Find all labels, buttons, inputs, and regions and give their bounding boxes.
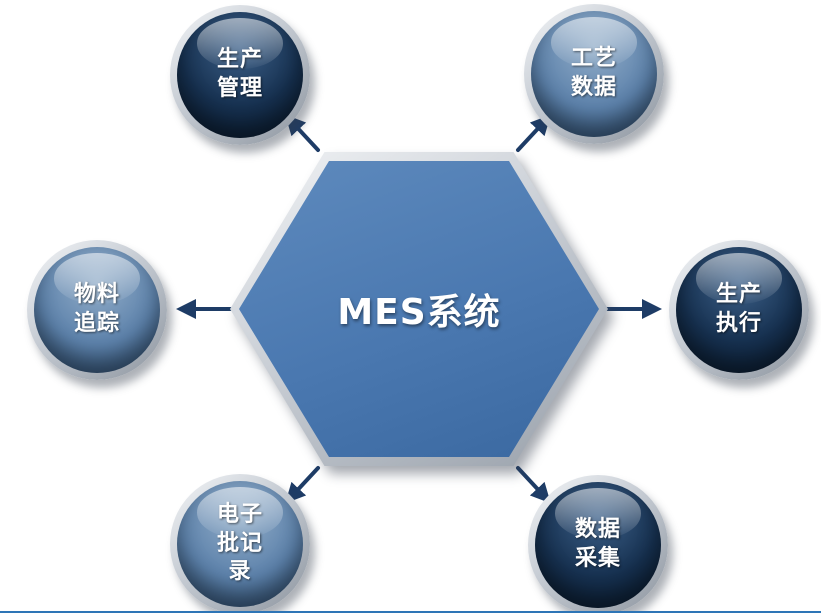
bottom-rule [0,611,821,613]
hexagon-face: MES系统 [239,161,599,457]
arrow-bottom-left [285,466,320,504]
node-sphere: 电子 批记 录 [177,481,303,607]
gloss-highlight [555,488,641,539]
arrow-bottom-right [516,466,551,504]
node-electronic-batch-record: 电子 批记 录 [170,474,310,613]
node-label: 电子 批记 录 [216,502,263,585]
hexagon-border: MES系统 [230,152,608,466]
mes-center-label: MES系统 [337,292,501,333]
node-label: 数据 采集 [574,517,621,571]
node-label: 物料 追踪 [73,282,120,336]
node-sphere: 物料 追踪 [34,247,160,373]
gloss-highlight [197,18,283,69]
gloss-highlight [551,17,637,68]
arrow-top-left [285,114,320,152]
node-sphere: 生产 管理 [177,12,303,138]
node-process-data: 工艺 数据 [524,4,664,144]
mes-hexagon: MES系统 [230,152,608,466]
gloss-highlight [696,253,782,304]
node-data-collection: 数据 采集 [528,475,668,613]
node-sphere: 数据 采集 [535,482,661,608]
arrow-top-right [516,114,551,152]
gloss-highlight [54,253,140,304]
node-production-execution: 生产 执行 [669,240,809,380]
node-label: 生产 执行 [715,282,762,336]
node-sphere: 生产 执行 [676,247,802,373]
node-material-tracking: 物料 追踪 [27,240,167,380]
node-sphere: 工艺 数据 [531,11,657,137]
gloss-highlight [197,487,283,538]
node-label: 生产 管理 [216,47,263,101]
node-production-management: 生产 管理 [170,5,310,145]
node-label: 工艺 数据 [570,46,617,100]
